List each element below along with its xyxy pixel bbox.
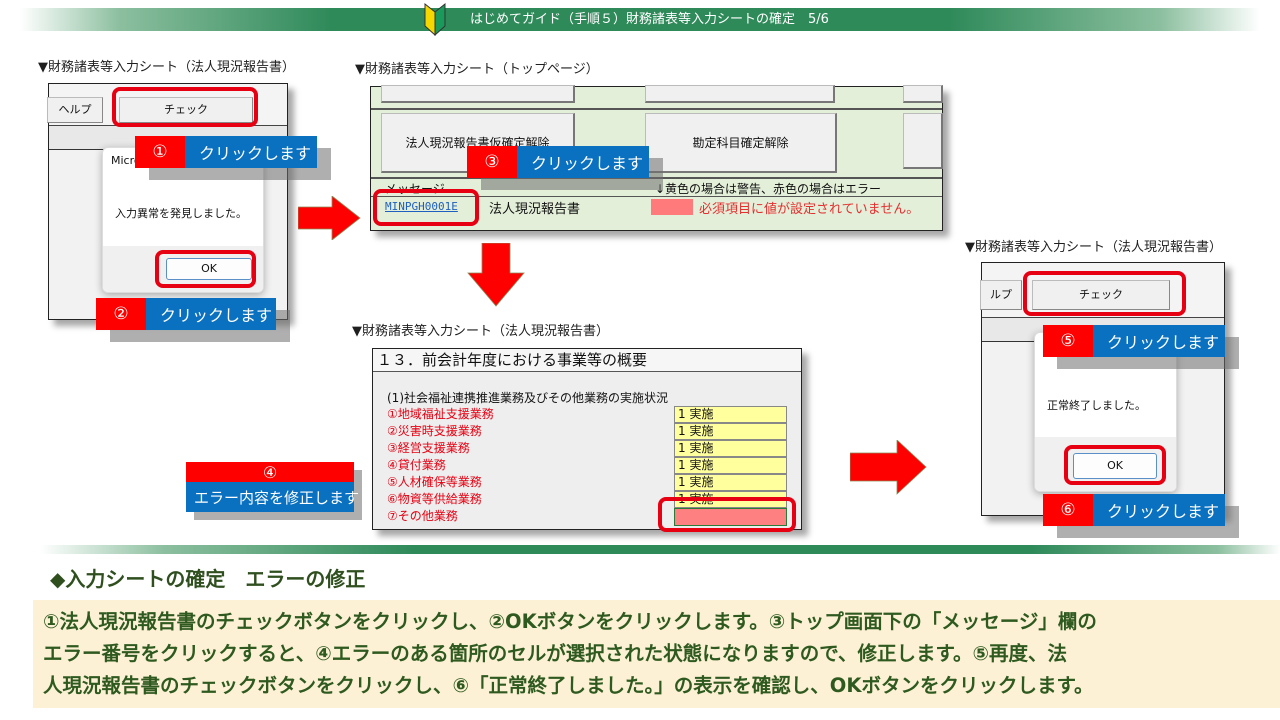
arrow-down-icon bbox=[467, 243, 525, 307]
top-button-right[interactable] bbox=[903, 113, 943, 169]
error-code-link[interactable]: MINPGH0001E bbox=[385, 200, 458, 213]
arrow-right-icon bbox=[850, 440, 928, 496]
callout-text: クリックします bbox=[1093, 494, 1225, 526]
highlight-ok-button bbox=[155, 250, 256, 288]
top-page-window: 法人現況報告書仮確定解除 勘定科目確定解除 メッセージ ↓黄色の場合は警告、赤色… bbox=[370, 85, 943, 231]
top-button-upper-mid[interactable] bbox=[645, 85, 835, 103]
divider-bar bbox=[40, 545, 1280, 554]
summary-description: ①法人現況報告書のチェックボタンをクリックし、②OKボタンをクリックします。③ト… bbox=[33, 600, 1280, 708]
item-label: ③経営支援業務 bbox=[387, 441, 470, 455]
ok-button[interactable]: OK bbox=[166, 258, 252, 280]
callout-text: クリックします bbox=[517, 146, 649, 178]
item-value-cell[interactable]: 1 実施 bbox=[674, 423, 787, 440]
message-hint: ↓黄色の場合は警告、赤色の場合はエラー bbox=[655, 182, 882, 196]
item-label: ①地域福祉支援業務 bbox=[387, 407, 494, 421]
summary-heading: ◆入力シートの確定 エラーの修正 bbox=[50, 567, 366, 591]
callout-4: ④ エラー内容を修正します bbox=[186, 462, 359, 512]
check-button[interactable]: チェック bbox=[119, 97, 253, 123]
sheet-title: １３．前会計年度における事業等の概要 bbox=[373, 349, 801, 372]
header-bar bbox=[20, 8, 1260, 31]
error-sheet-name: 法人現況報告書 bbox=[489, 202, 581, 217]
item-label: ⑦その他業務 bbox=[387, 509, 458, 523]
callout-text: クリックします bbox=[146, 298, 276, 330]
arrow-right-icon bbox=[298, 196, 362, 240]
panel2-label: ▼財務諸表等入力シート（トップページ） bbox=[355, 62, 599, 77]
dialog-title: Micro bbox=[111, 154, 141, 167]
highlight-ok-button bbox=[1064, 445, 1166, 485]
callout-number: ⑤ bbox=[1043, 325, 1093, 357]
item-label: ④貸付業務 bbox=[387, 458, 446, 472]
divider bbox=[371, 108, 942, 110]
summary-line: ①法人現況報告書のチェックボタンをクリックし、②OKボタンをクリックします。③ト… bbox=[43, 610, 1097, 633]
callout-1: ① クリックします bbox=[135, 136, 317, 168]
item-value-cell[interactable]: 1 実施 bbox=[674, 406, 787, 423]
item-label: ⑤人材確保等業務 bbox=[387, 475, 482, 489]
callout-text: クリックします bbox=[1093, 325, 1225, 357]
error-color-swatch bbox=[651, 199, 693, 215]
page-title: はじめてガイド（手順５）財務諸表等入力シートの確定 5/6 bbox=[470, 12, 829, 27]
callout-number: ④ bbox=[186, 462, 354, 482]
item-value-cell[interactable]: 1 実施 bbox=[674, 457, 787, 474]
beginner-mark-icon bbox=[424, 2, 446, 37]
callout-number: ② bbox=[96, 298, 146, 330]
highlight-error-code bbox=[373, 189, 479, 226]
dialog-message: 正常終了しました。 bbox=[1047, 399, 1146, 412]
sheet-subheading: (1)社会福祉連携推進業務及びその他業務の実施状況 bbox=[387, 391, 669, 405]
top-button-upper-right[interactable] bbox=[903, 85, 943, 103]
summary-line: 人現況報告書のチェックボタンをクリックし、⑥「正常終了しました。」の表示を確認し… bbox=[43, 674, 1094, 697]
highlight-check-button bbox=[112, 87, 258, 127]
dialog-message: 入力異常を発見しました。 bbox=[115, 207, 247, 220]
callout-text: クリックします bbox=[185, 136, 317, 168]
success-dialog: 正常終了しました。 OK bbox=[1034, 332, 1177, 492]
item-label: ⑥物資等供給業務 bbox=[387, 492, 482, 506]
callout-6: ⑥ クリックします bbox=[1043, 494, 1225, 526]
item-value-cell[interactable]: 1 実施 bbox=[674, 440, 787, 457]
callout-2: ② クリックします bbox=[96, 298, 276, 330]
panel4-label: ▼財務諸表等入力シート（法人現況報告書） bbox=[965, 240, 1222, 255]
callout-5: ⑤ クリックします bbox=[1043, 325, 1225, 357]
error-cell[interactable] bbox=[674, 508, 787, 526]
panel3-label: ▼財務諸表等入力シート（法人現況報告書） bbox=[352, 324, 609, 339]
highlight-check-button bbox=[1023, 271, 1186, 316]
panel1-label: ▼財務諸表等入力シート（法人現況報告書） bbox=[38, 60, 295, 75]
item-label: ②災害時支援業務 bbox=[387, 424, 482, 438]
help-tab[interactable]: ヘルプ bbox=[47, 97, 103, 123]
check-button[interactable]: チェック bbox=[1032, 280, 1170, 310]
callout-3: ③ クリックします bbox=[467, 146, 649, 178]
summary-line: エラー番号をクリックすると、④エラーのある箇所のセルが選択された状態になりますの… bbox=[43, 642, 1068, 665]
ok-button[interactable]: OK bbox=[1073, 453, 1157, 479]
error-message: 必須項目に値が設定されていません。 bbox=[699, 202, 920, 217]
button-label: 勘定科目確定解除 bbox=[692, 136, 789, 150]
help-tab[interactable]: ルプ bbox=[980, 280, 1022, 310]
item-value-cell[interactable]: 1 実施 bbox=[674, 474, 787, 491]
callout-number: ⑥ bbox=[1043, 494, 1093, 526]
callout-number: ③ bbox=[467, 146, 517, 178]
callout-number: ① bbox=[135, 136, 185, 168]
callout-text: エラー内容を修正します bbox=[186, 482, 359, 512]
top-button-upper-left[interactable] bbox=[381, 85, 575, 103]
highlight-error-cell bbox=[658, 497, 796, 532]
account-unconfirm-button[interactable]: 勘定科目確定解除 bbox=[645, 113, 837, 173]
